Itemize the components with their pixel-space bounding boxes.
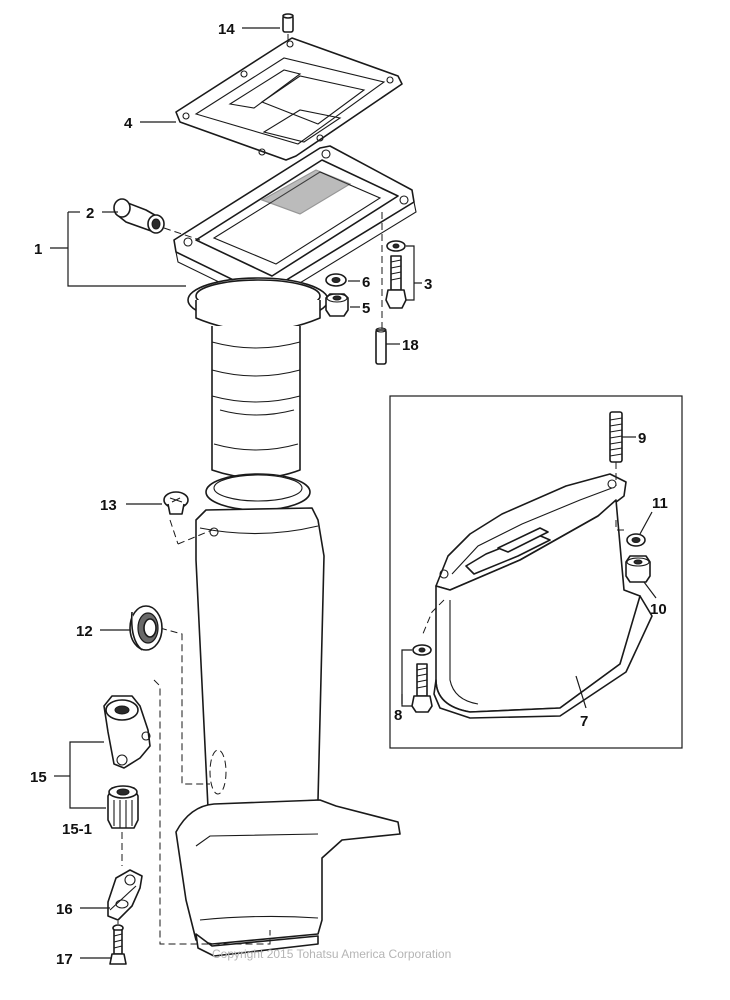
callout-leaders bbox=[50, 27, 657, 959]
inset-box bbox=[389, 395, 683, 749]
part-18-dowel bbox=[375, 327, 387, 365]
callout-15: 15 bbox=[30, 769, 47, 786]
part-16-bracket bbox=[107, 869, 143, 921]
part-10-nut bbox=[625, 555, 651, 583]
callout-7: 7 bbox=[580, 713, 588, 730]
callout-14: 14 bbox=[218, 21, 235, 38]
copyright-notice: Copyright 2015 Tohatsu America Corporati… bbox=[212, 947, 451, 961]
callout-8: 8 bbox=[394, 707, 402, 724]
callout-10: 10 bbox=[650, 601, 667, 618]
callout-9: 9 bbox=[638, 430, 646, 447]
drive-shaft-housing bbox=[175, 326, 401, 957]
part-8-bolt-washer bbox=[411, 644, 433, 713]
callout-13: 13 bbox=[100, 497, 117, 514]
part-11-washer bbox=[626, 533, 646, 547]
part-15-intake bbox=[103, 695, 151, 769]
callout-3: 3 bbox=[424, 276, 432, 293]
part-13-plug bbox=[163, 491, 189, 515]
part-14-pin bbox=[282, 13, 294, 52]
part-17-screw bbox=[109, 924, 127, 965]
part-2-bushing bbox=[113, 198, 201, 241]
part-1-mount-plate bbox=[173, 145, 417, 332]
callout-2: 2 bbox=[86, 205, 94, 222]
part-12-grommet bbox=[129, 605, 163, 651]
callout-4: 4 bbox=[124, 115, 133, 132]
part-7-exhaust-pipe bbox=[433, 473, 653, 719]
callout-1: 1 bbox=[34, 241, 42, 258]
callout-12: 12 bbox=[76, 623, 93, 640]
part-15-1-filter bbox=[107, 785, 139, 829]
callout-16: 16 bbox=[56, 901, 73, 918]
callout-6: 6 bbox=[362, 274, 370, 291]
part-3-bolt-washer bbox=[385, 240, 407, 309]
callout-18: 18 bbox=[402, 337, 419, 354]
part-9-stud bbox=[609, 411, 623, 486]
callout-15-1: 15-1 bbox=[62, 821, 92, 838]
part-4-gasket bbox=[175, 37, 403, 161]
part-5-nut bbox=[325, 293, 349, 317]
callout-11: 11 bbox=[652, 495, 668, 512]
part-6-washer bbox=[325, 273, 347, 287]
callout-17: 17 bbox=[56, 951, 73, 968]
callout-5: 5 bbox=[362, 300, 370, 317]
